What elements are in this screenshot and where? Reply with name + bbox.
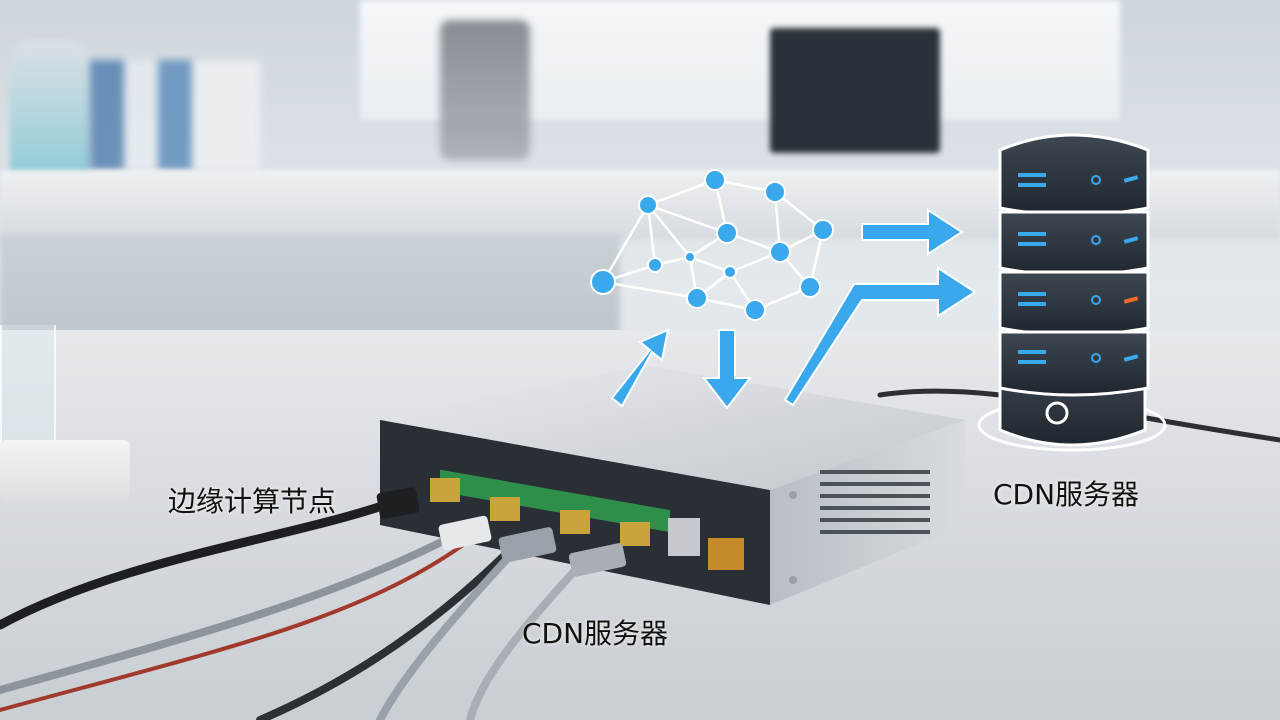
cable-plugs <box>376 487 627 577</box>
cable-black <box>0 500 390 630</box>
network-graph-icon <box>590 169 834 321</box>
arrow-down-icon <box>701 329 753 410</box>
background-monitor <box>770 28 940 153</box>
server-led-orange <box>1123 296 1139 304</box>
server-unit-3 <box>998 270 1150 337</box>
ethernet-port <box>668 518 700 556</box>
arrow-right-bent-icon <box>783 266 977 407</box>
cdn-server-label-bottom: CDN服务器 <box>522 617 669 650</box>
switch-circuit-strip <box>440 469 670 533</box>
server-unit-1 <box>998 133 1150 217</box>
sample-tray <box>0 440 130 500</box>
server-unit-4 <box>998 330 1150 397</box>
cable-gray-1 <box>0 531 459 694</box>
cable-red <box>0 538 472 712</box>
network-switch <box>380 365 965 605</box>
cdn-server-label-right: CDN服务器 <box>993 478 1140 511</box>
flow-arrows <box>610 208 977 410</box>
cable-gray-2 <box>376 541 524 720</box>
sfp-port <box>708 538 744 570</box>
cable-gray-3 <box>466 561 584 720</box>
background-microscope <box>440 20 530 160</box>
switch-vent <box>820 470 930 534</box>
switch-side <box>770 420 965 605</box>
server-unit-2 <box>998 210 1150 277</box>
server-stack-icon <box>977 133 1167 452</box>
cable-dark-1 <box>256 541 519 720</box>
switch-ports <box>430 478 650 546</box>
edge-node-label: 边缘计算节点 <box>168 485 337 518</box>
arrow-up-icon <box>610 328 670 408</box>
arrow-right-top-icon <box>861 208 964 256</box>
background-bottles <box>90 60 260 170</box>
glass-beaker <box>0 325 56 457</box>
network-cables <box>0 388 1280 720</box>
switch-top <box>380 365 965 490</box>
